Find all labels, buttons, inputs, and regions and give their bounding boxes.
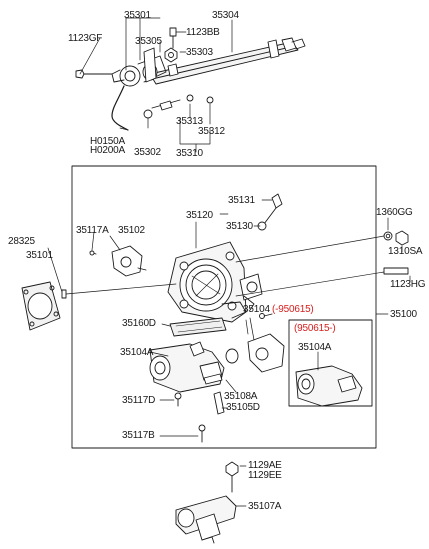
label-35304: 35304 [212,10,239,21]
label-35100: 35100 [390,309,417,320]
label-35108a: 35108A [224,391,258,402]
label-35117b: 35117B [122,430,155,441]
housing-35104a [149,341,225,393]
label-35102: 35102 [118,225,145,236]
throttle-body [167,241,263,323]
bracket-35108a [203,373,223,385]
label-28325: 28325 [8,236,35,247]
label-1123gf: 1123GF [68,33,103,44]
label-950615-new: (950615-) [294,323,336,334]
gasket-35101 [21,281,61,331]
later-variant-box [288,319,373,407]
gasket-35160d [169,317,227,337]
housing-35104a-variant [295,365,363,407]
box-leader-lines [91,213,249,335]
label-35104-old-range: (-950615) [272,304,314,315]
label-35101: 35101 [26,250,53,261]
label-1360gg: 1360GG [376,207,413,218]
label-35305: 35305 [135,36,162,47]
label-h0200a: H0200A [90,145,125,156]
label-35131: 35131 [228,195,255,206]
sensor-35107a [175,461,239,544]
label-h0150a: H0150A [90,136,125,147]
label-35160d: 35160D [122,318,156,329]
tps-old [225,313,285,373]
label-1123bb: 1123BB [186,27,220,38]
label-35105d: 35105D [226,402,260,413]
sensor-35102 [111,245,147,277]
label-35120: 35120 [186,210,213,221]
label-35104a-new: 35104A [298,342,332,353]
label-35104-old: 35104 [243,304,270,315]
label-35117d: 35117D [122,395,156,406]
clip-35105d [213,391,225,415]
fuel-rail-assembly [75,27,306,131]
sensor-35131 [257,193,283,231]
label-35302: 35302 [134,147,161,158]
label-35117a: 35117A [76,225,109,236]
top-leader-lines [79,17,233,153]
label-35104a: 35104A [120,347,154,358]
label-35130: 35130 [226,221,253,232]
label-35312: 35312 [198,126,225,137]
assembly-box [71,165,377,449]
label-1129ae: 1129AE [248,460,282,471]
label-35301: 35301 [124,10,151,21]
label-35107a: 35107A [248,501,282,512]
label-35313: 35313 [176,116,203,127]
label-1123hg: 1123HG [390,279,426,290]
label-35310: 35310 [176,148,203,159]
label-1129ee: 1129EE [248,470,282,481]
label-1310sa: 1310SA [388,246,423,257]
label-35303: 35303 [186,47,213,58]
